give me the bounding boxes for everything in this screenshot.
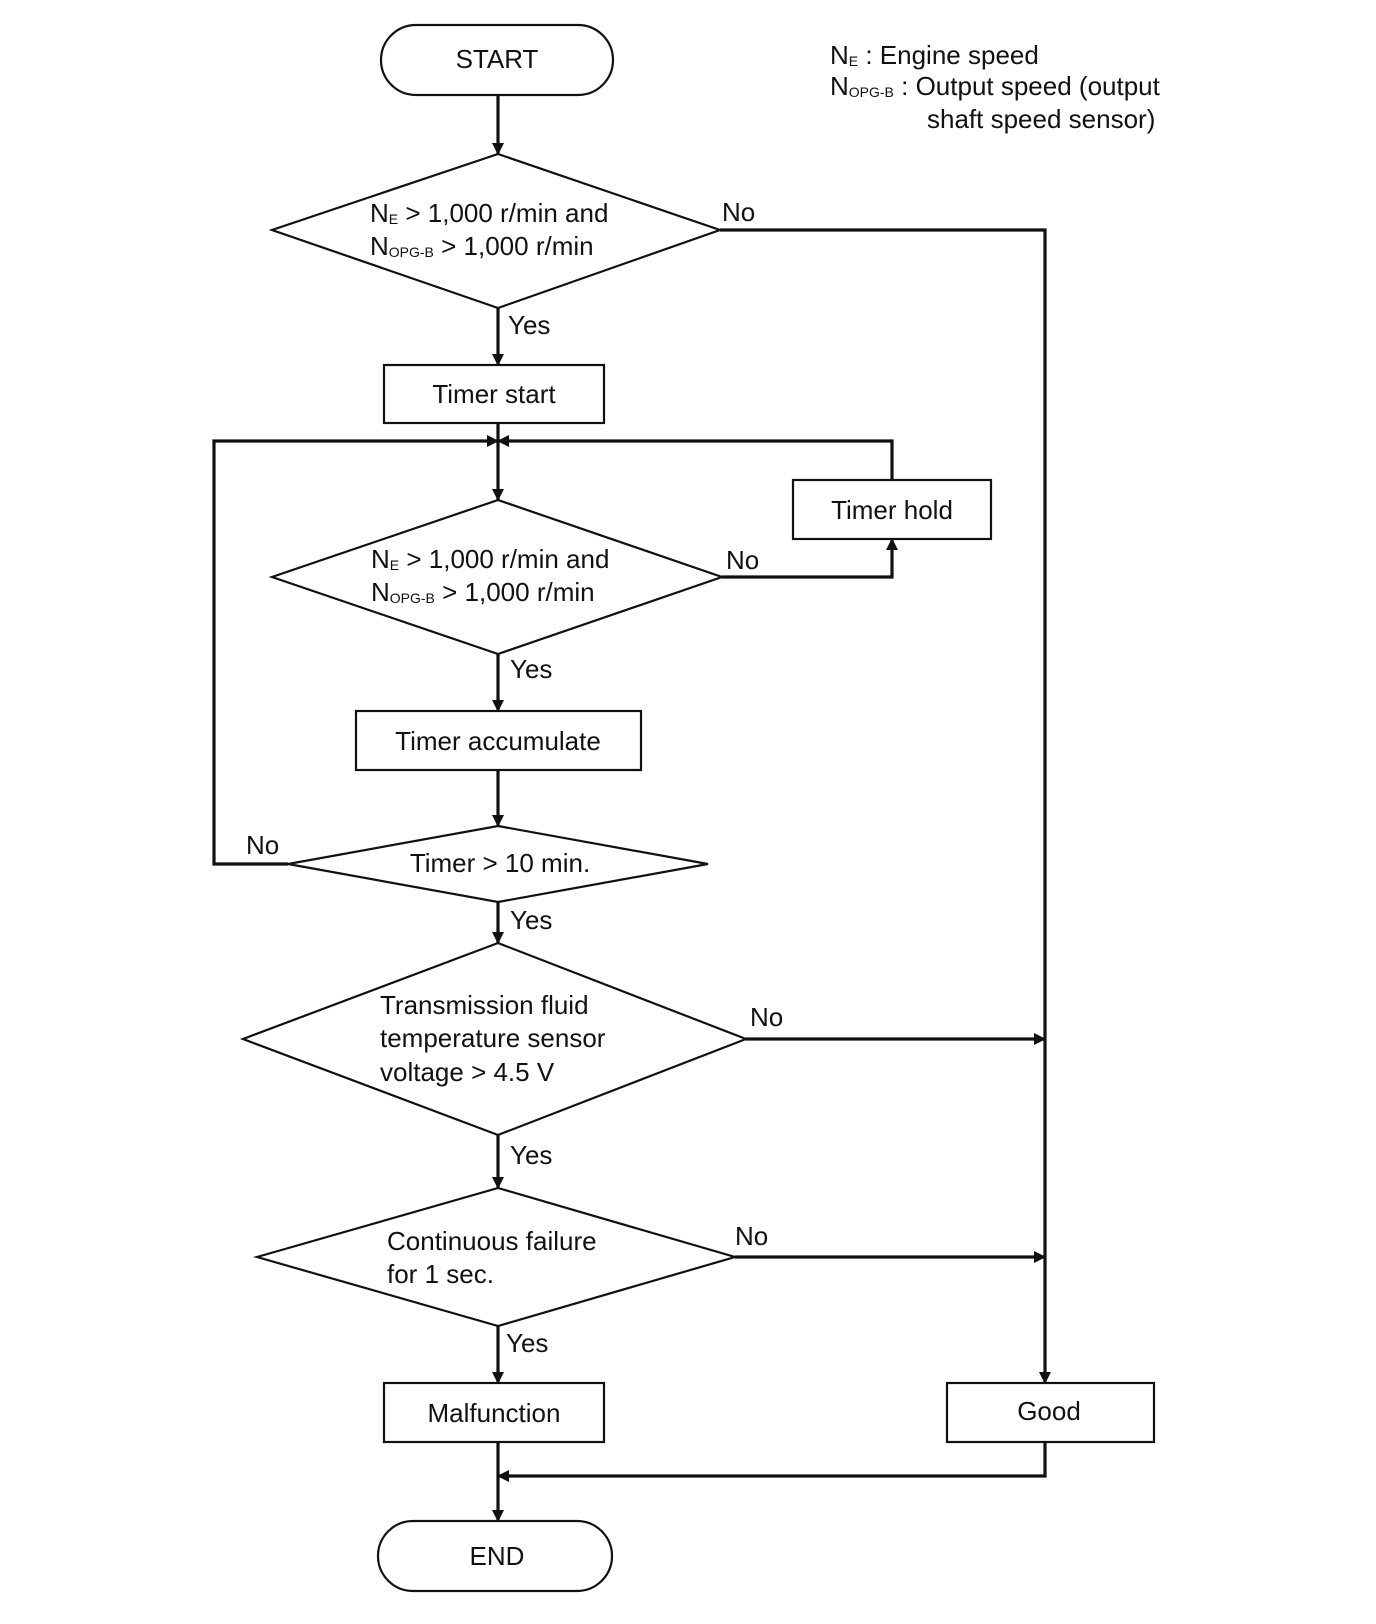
decision4-line2: temperature sensor (380, 1023, 606, 1053)
decision3-no-label: No (246, 830, 279, 860)
connectors (212, 95, 1051, 1522)
decision2-no-label: No (726, 545, 759, 575)
good-box: Good (945, 1381, 1156, 1444)
legend-nopg: NOPG-B : Output speed (output (830, 71, 1161, 101)
decision5-no-label: No (735, 1221, 768, 1251)
start-terminal: START (379, 23, 615, 97)
timer-hold-box: Timer hold (791, 478, 993, 541)
decision4-no-label: No (750, 1002, 783, 1032)
decision3-label: Timer > 10 min. (410, 848, 590, 878)
timer-hold-label: Timer hold (831, 495, 953, 525)
decision-speed-check-2: NE > 1,000 r/min and NOPG-B > 1,000 r/mi… (268, 498, 726, 656)
legend-ne: NE : Engine speed (830, 40, 1039, 70)
decision-fluid-temp-voltage: Transmission fluid temperature sensor vo… (239, 941, 750, 1137)
decision4-yes-label: Yes (510, 1140, 552, 1170)
decision4-line1: Transmission fluid (380, 990, 589, 1020)
end-label: END (470, 1541, 525, 1571)
end-terminal: END (376, 1519, 614, 1593)
legend: NE : Engine speed NOPG-B : Output speed … (830, 40, 1161, 134)
decision5-line2: for 1 sec. (387, 1259, 494, 1289)
decision3-yes-label: Yes (510, 905, 552, 935)
start-label: START (456, 44, 539, 74)
timer-accumulate-label: Timer accumulate (395, 726, 601, 756)
decision2-yes-label: Yes (510, 654, 552, 684)
decision1-line2: NOPG-B > 1,000 r/min (370, 231, 594, 261)
arrow-decision2-no-to-timer-hold (722, 538, 898, 579)
branch-labels: No Yes No Yes No Yes No Yes No Yes (246, 197, 783, 1358)
decision4-line3: voltage > 4.5 V (380, 1057, 555, 1087)
arrow-good-to-end-merge (497, 1442, 1047, 1482)
decision-timer-10min: Timer > 10 min. (287, 824, 709, 904)
arrow-decision3-no-loop (212, 435, 499, 866)
timer-start-box: Timer start (382, 363, 606, 425)
arrow-timer-hold-return (497, 435, 894, 480)
malfunction-label: Malfunction (428, 1398, 561, 1428)
decision1-no-label: No (722, 197, 755, 227)
decision1-line1: NE > 1,000 r/min and (370, 198, 608, 228)
timer-start-label: Timer start (432, 379, 556, 409)
legend-nopg-cont: shaft speed sensor) (927, 104, 1155, 134)
malfunction-box: Malfunction (382, 1381, 606, 1444)
timer-accumulate-box: Timer accumulate (354, 709, 643, 772)
decision5-yes-label: Yes (506, 1328, 548, 1358)
good-label: Good (1017, 1396, 1081, 1426)
decision5-line1: Continuous failure (387, 1226, 597, 1256)
line-decision1-no-to-good (720, 228, 1051, 1384)
decision2-line2: NOPG-B > 1,000 r/min (371, 577, 595, 607)
decision2-line1: NE > 1,000 r/min and (371, 544, 609, 574)
decision-continuous-failure: Continuous failure for 1 sec. (253, 1186, 739, 1328)
decision1-yes-label: Yes (508, 310, 550, 340)
decision-speed-check-1: NE > 1,000 r/min and NOPG-B > 1,000 r/mi… (268, 152, 724, 310)
